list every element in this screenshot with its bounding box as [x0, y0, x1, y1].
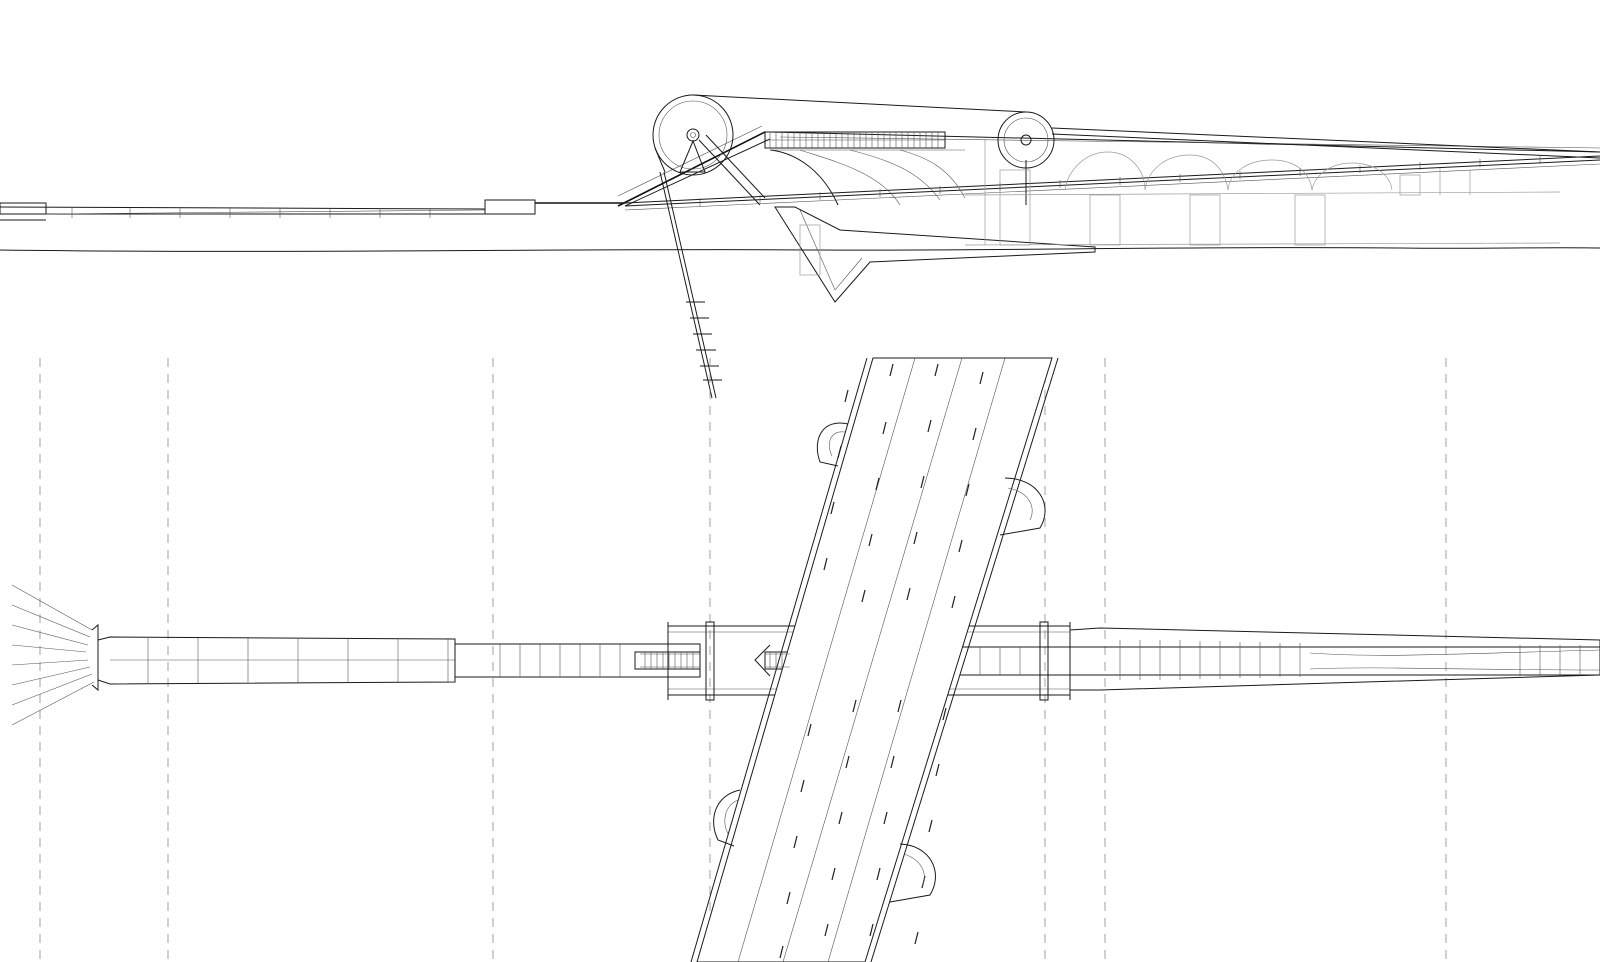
keel-fin	[774, 206, 1096, 303]
left-approach-deck	[0, 199, 536, 221]
diagonal-road	[690, 357, 1059, 962]
plan-walkway	[97, 636, 791, 685]
lookout-bay-3	[713, 789, 741, 847]
cable-belt	[654, 94, 1600, 173]
grid-lines	[39, 358, 1447, 962]
left-pulley-wheel	[652, 94, 766, 206]
lookout-bay-2	[999, 477, 1046, 536]
lane-markings	[779, 363, 984, 959]
elevation-view	[0, 94, 1600, 399]
lookout-bay-4	[889, 843, 936, 903]
rising-deck	[624, 131, 1600, 211]
right-walkway	[960, 627, 1600, 691]
plan-pulley-hubs	[668, 621, 1070, 701]
ground-line	[0, 247, 1600, 252]
anchor-rod	[659, 171, 722, 399]
vault-canopy	[769, 149, 966, 206]
plan-view	[11, 357, 1600, 962]
background-arcade	[964, 140, 1561, 246]
right-pulley-wheel	[997, 111, 1055, 205]
plan-rack-detail	[640, 644, 790, 677]
fan-plaza	[11, 584, 99, 726]
deck-posts	[699, 156, 1541, 206]
lookout-bay-1	[816, 422, 849, 467]
toothed-carriage	[764, 131, 946, 149]
